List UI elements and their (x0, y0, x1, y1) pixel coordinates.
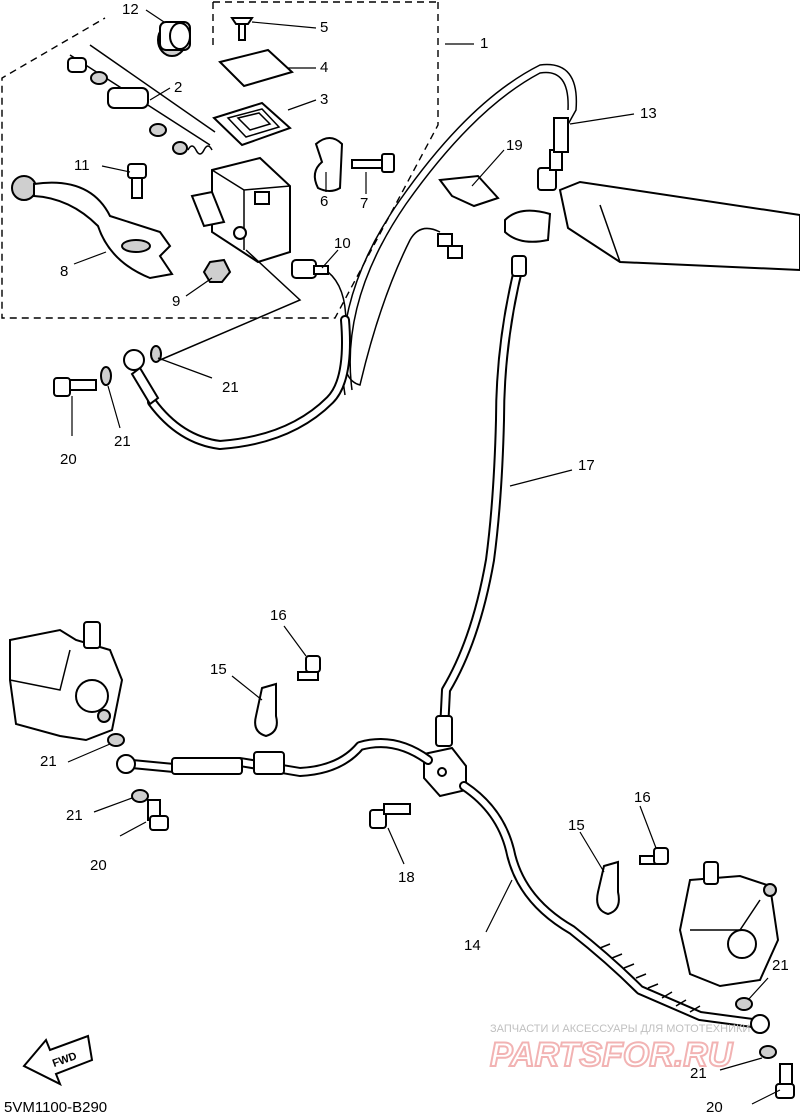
left-caliper (9, 621, 124, 742)
callouts: 1 2 3 4 5 6 7 8 9 10 11 12 13 14 15 15 1… (40, 1, 789, 1114)
part-20-bolt-upper (53, 377, 97, 397)
leader-lines (67, 9, 781, 1105)
callout-21-left-b: 21 (66, 807, 83, 824)
callout-21-left-a: 21 (40, 753, 57, 770)
callout-12: 12 (122, 1, 139, 18)
part-13-adjuster (537, 117, 569, 191)
callout-16-right: 16 (634, 789, 651, 806)
callout-7: 7 (360, 195, 368, 212)
upper-hose-guide (159, 249, 302, 361)
master-cylinder-body (190, 156, 291, 264)
right-banjo (735, 997, 777, 1059)
part-11-bolt (127, 163, 147, 199)
right-caliper (678, 861, 780, 988)
callout-20-upper: 20 (60, 451, 77, 468)
fwd-arrow: FWD (22, 1034, 94, 1087)
part-7-bolt (351, 153, 395, 173)
callout-4: 4 (320, 59, 328, 76)
callout-17: 17 (578, 457, 595, 474)
callout-21-right-a: 21 (772, 957, 789, 974)
part-3-diaphragm (212, 101, 292, 147)
callout-21-right-b: 21 (690, 1065, 707, 1082)
callout-15-left: 15 (210, 661, 227, 678)
part-19-clamp (438, 174, 500, 208)
part-17-top-fitting (511, 255, 527, 277)
left-hose-inner (129, 740, 431, 775)
callout-20-left: 20 (90, 857, 107, 874)
part-20-bolt-left (147, 799, 169, 831)
part-16-bolt-right (639, 847, 669, 865)
callout-14: 14 (464, 937, 481, 954)
callout-1: 1 (480, 35, 488, 52)
callout-8: 8 (60, 263, 68, 280)
callout-9: 9 (172, 293, 180, 310)
part-17-bottom-fitting (435, 715, 453, 747)
upper-hose (147, 315, 351, 450)
part-4-cover (218, 48, 294, 88)
part-1-cable (341, 63, 578, 396)
part-17-hose-inner (441, 259, 523, 733)
part-2-piston-kit (67, 44, 216, 155)
part-16-bolt-left (297, 655, 321, 681)
callout-2: 2 (174, 79, 182, 96)
handlebar-bracket (504, 180, 800, 272)
part-9-nut (202, 258, 232, 283)
part-18-bolt (369, 803, 411, 829)
assembly-boundary (1, 2, 439, 319)
diagram-code: 5VM1100-B290 (4, 1099, 107, 1114)
callout-21-upper-right: 21 (222, 379, 239, 396)
part-8-lever (11, 175, 174, 280)
callout-19: 19 (506, 137, 523, 154)
callout-6: 6 (320, 193, 328, 210)
watermark-line1: ЗАПЧАСТИ И АКСЕССУАРЫ ДЛЯ МОТОТЕХНИКИ (490, 1023, 750, 1035)
left-hose-armor (171, 751, 285, 775)
callout-3: 3 (320, 91, 328, 108)
part-6-holder (313, 137, 344, 192)
callout-13: 13 (640, 105, 657, 122)
switch-connector (437, 233, 463, 259)
callout-18: 18 (398, 869, 415, 886)
upper-banjo (100, 345, 162, 406)
upper-hose-inner (149, 317, 349, 448)
joint-block (423, 746, 467, 798)
callout-10: 10 (334, 235, 351, 252)
part-5-screw (230, 17, 254, 41)
part-14-armor (599, 943, 701, 1013)
watermark-line2: PARTSFOR.RU (490, 1036, 734, 1074)
part-14-hose-inner (461, 783, 763, 1027)
callout-11: 11 (74, 157, 90, 174)
part-1-cable-inner (349, 71, 569, 391)
left-banjo (107, 733, 149, 803)
part-15-clamp-left (254, 682, 278, 738)
part-20-bolt-right (775, 1063, 795, 1099)
callout-20-right: 20 (706, 1099, 723, 1114)
callout-21-upper-left: 21 (114, 433, 131, 450)
part-15-clamp-right (596, 860, 620, 916)
part-12-boot (157, 21, 191, 57)
part-10-switch (291, 259, 329, 279)
callout-15-right: 15 (568, 817, 585, 834)
callout-16-left: 16 (270, 607, 287, 624)
callout-5: 5 (320, 19, 328, 36)
